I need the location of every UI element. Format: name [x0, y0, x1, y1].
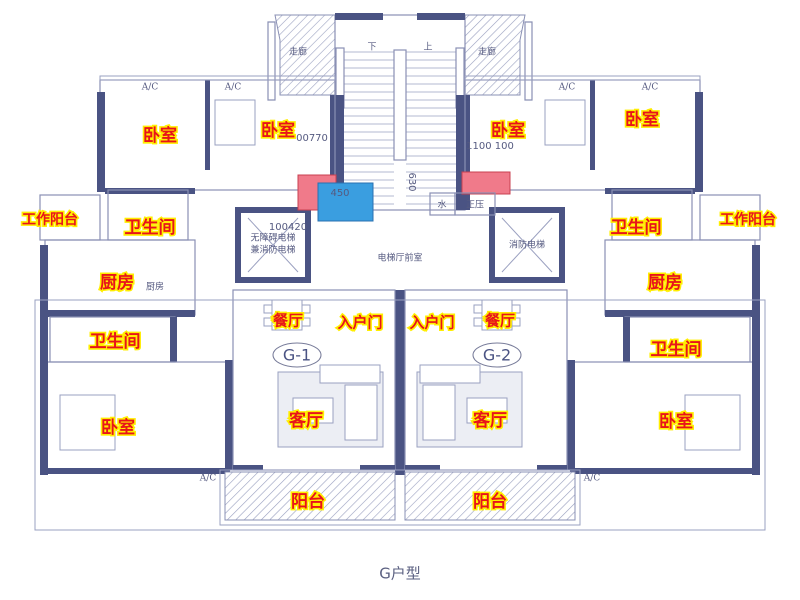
corridor-right: [464, 14, 533, 101]
kitchen-small-label: 厨房: [146, 281, 164, 293]
ac-label-4: A/C: [641, 83, 659, 93]
balcony-left: [224, 471, 396, 521]
room-label-work-balcony: 工作阳台: [720, 211, 776, 228]
pressure-shaft: [454, 192, 496, 216]
unit-label-g1: G-1: [283, 346, 311, 365]
room-label-entry-door: 入户门: [409, 314, 454, 332]
dining-table-left: [263, 299, 311, 331]
ac-label-2: A/C: [224, 83, 242, 93]
room-label-balcony: 阳台: [291, 491, 325, 512]
dim-label-4: 1100 100: [466, 141, 514, 152]
shaft-pink-right: [461, 171, 511, 195]
stair-up-label: 上: [423, 42, 432, 53]
bed-right: [684, 394, 741, 451]
unit-badge-g1: [272, 342, 322, 368]
room-label-dining: 餐厅: [485, 312, 515, 330]
dim-label-2: 450: [330, 188, 349, 199]
elevator-right: [489, 207, 565, 283]
room-label-kitchen: 厨房: [648, 272, 682, 293]
dining-table-right: [473, 299, 521, 331]
room-label-dining: 餐厅: [273, 312, 303, 330]
lobby-label: 电梯厅前室: [377, 252, 422, 264]
room-label-bathroom: 卫生间: [90, 331, 141, 352]
fire-elevator-label: 消防电梯: [509, 239, 545, 251]
shaft-blue: [317, 182, 374, 222]
water-label: 水: [437, 199, 446, 211]
walls: [34, 75, 766, 531]
dim-label-5: 630: [406, 172, 417, 191]
corridor-label-right: 走廊: [478, 46, 496, 58]
dim-label-3: 00770: [296, 133, 328, 144]
unit-label-g2: G-2: [483, 346, 511, 365]
plan-title: G户型: [379, 565, 421, 583]
stair-down-label: 下: [367, 43, 376, 53]
ac-label-1: A/C: [141, 83, 159, 93]
room-label-bathroom: 卫生间: [651, 339, 702, 360]
sofa-set-left: [277, 364, 384, 448]
bed-top-left: [214, 99, 256, 146]
bed-top-right: [544, 99, 586, 146]
room-label-bedroom: 卧室: [659, 411, 693, 432]
sofa-set-right: [416, 364, 523, 448]
ac-label-3: A/C: [558, 83, 576, 93]
elevator-left: [235, 207, 311, 283]
corridor-left: [267, 14, 336, 101]
room-label-bedroom: 卧室: [261, 120, 295, 141]
dim-label-1: 100420: [269, 222, 307, 233]
room-label-living: 客厅: [288, 410, 323, 431]
room-label-bedroom: 卧室: [101, 417, 135, 438]
room-label-entry-door: 入户门: [337, 314, 382, 332]
room-label-balcony: 阳台: [473, 491, 507, 512]
ac-label-6: A/C: [583, 474, 601, 484]
room-label-bathroom: 卫生间: [611, 217, 662, 238]
pressure-label: 正压: [466, 200, 484, 211]
room-label-work-balcony: 工作阳台: [22, 211, 78, 228]
bed-left: [59, 394, 116, 451]
elevator-label-1: 无障碍电梯: [250, 232, 295, 244]
room-label-kitchen: 厨房: [100, 272, 134, 293]
ac-label-5: A/C: [199, 474, 217, 484]
room-label-bedroom: 卧室: [625, 109, 659, 130]
room-label-bathroom: 卫生间: [125, 217, 176, 238]
room-label-living: 客厅: [472, 410, 507, 431]
elevator-label-2: 兼消防电梯: [250, 244, 295, 256]
balcony-right: [404, 471, 576, 521]
stairwell: [330, 13, 470, 211]
corridor-label-left: 走廊: [289, 46, 307, 58]
room-label-bedroom: 卧室: [491, 120, 525, 141]
room-label-bedroom: 卧室: [143, 125, 177, 146]
unit-badge-g2: [472, 342, 522, 368]
